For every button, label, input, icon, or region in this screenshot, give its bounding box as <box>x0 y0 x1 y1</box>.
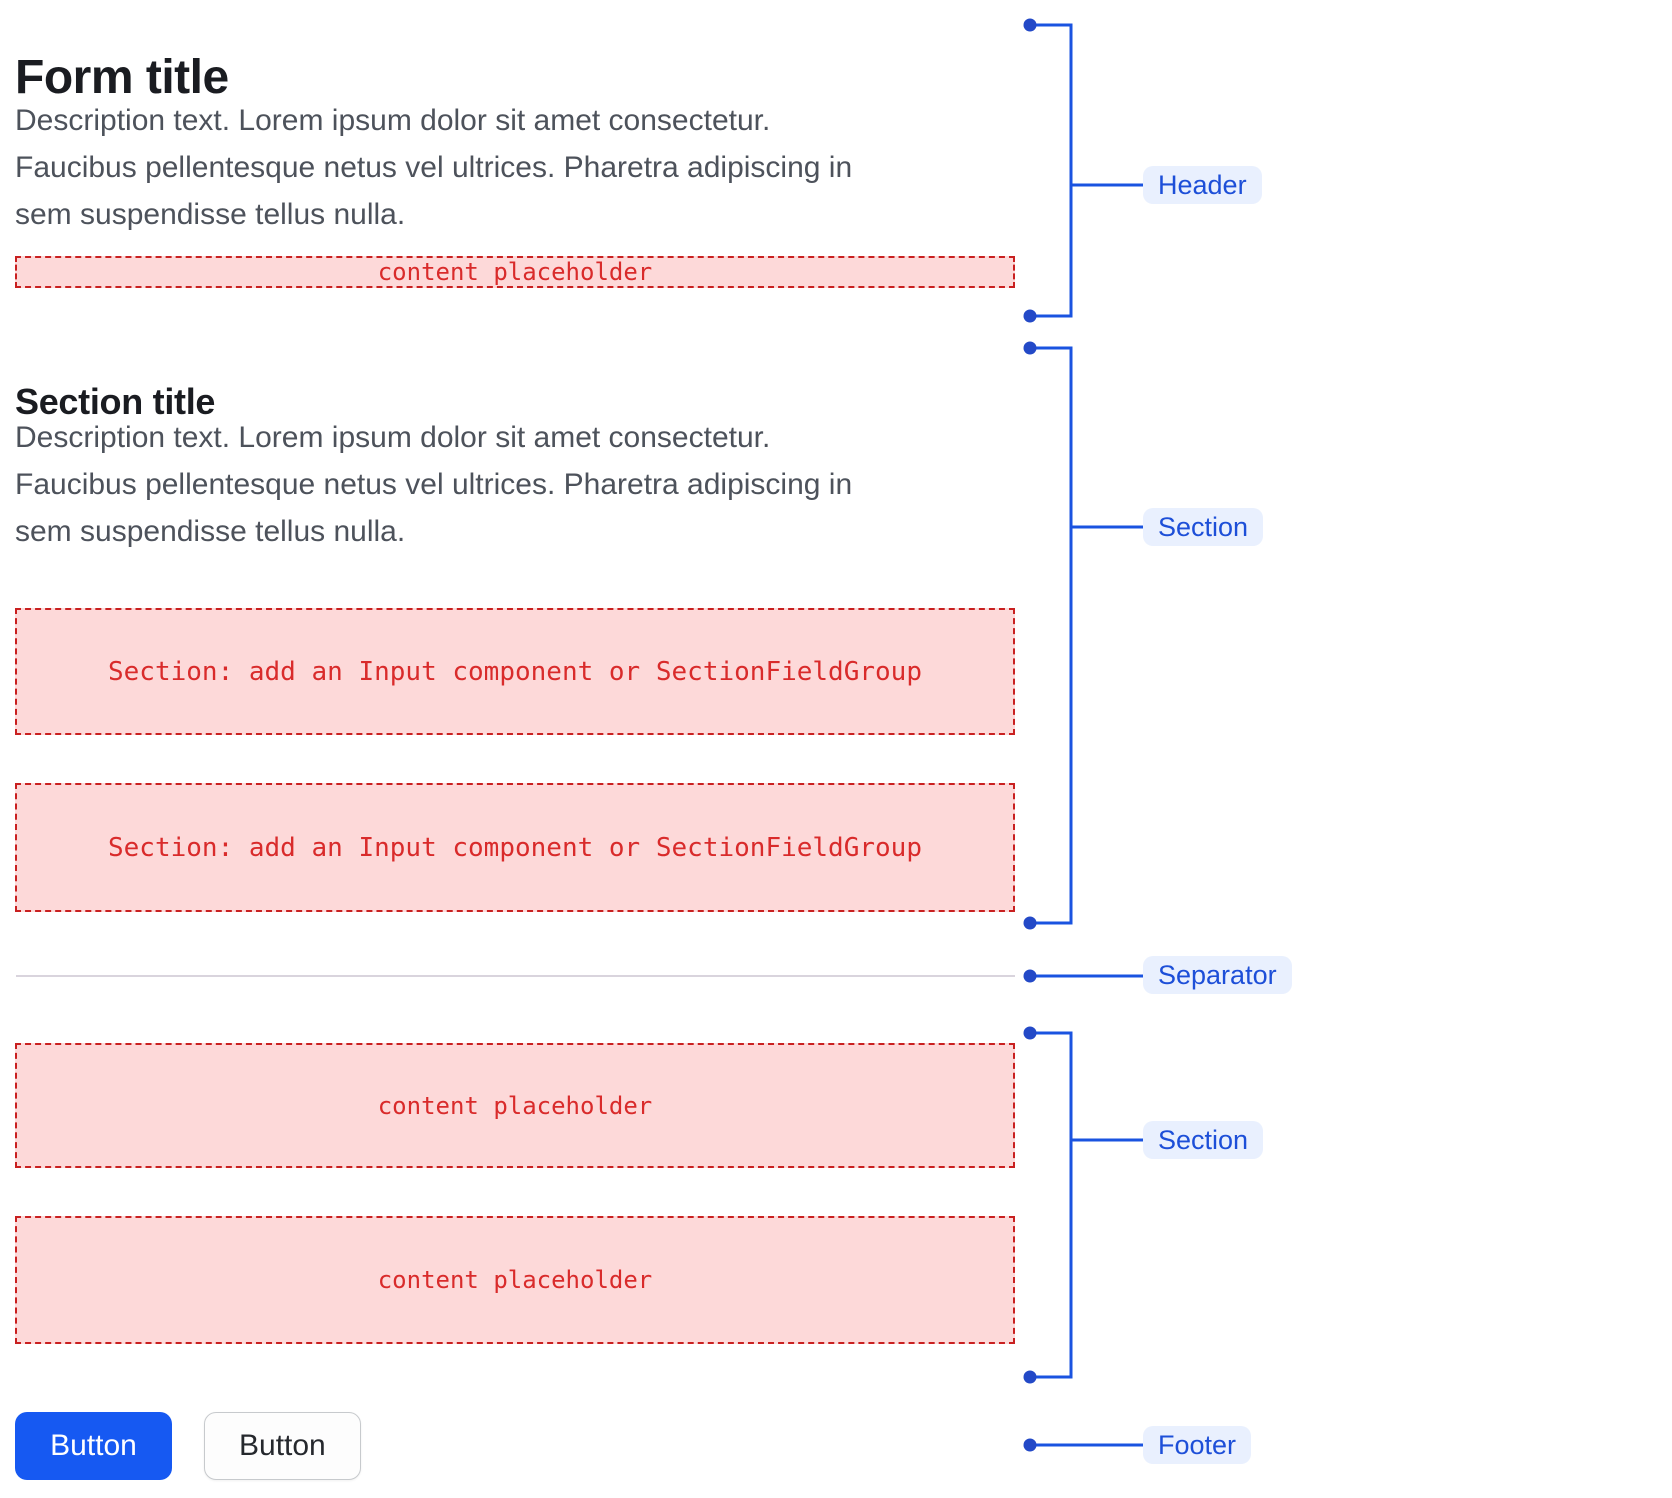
footer-button-row: Button Button <box>15 1412 361 1480</box>
annotation-label-section-1: Section <box>1143 508 1264 546</box>
form-description-line: Faucibus pellentesque netus vel ultrices… <box>15 151 853 184</box>
annotation-label-header: Header <box>1143 166 1262 204</box>
separator-line <box>16 975 1015 977</box>
section-description-line: Description text. Lorem ipsum dolor sit … <box>15 421 771 454</box>
header-bracket <box>1033 23 1073 318</box>
section-2-bracket <box>1033 1031 1073 1379</box>
annotation-label-section-2: Section <box>1143 1121 1264 1159</box>
form-description-line: Description text. Lorem ipsum dolor sit … <box>15 104 771 137</box>
form-title: Form title <box>15 51 229 105</box>
section-1-dot-top <box>1023 341 1037 355</box>
form-description: Description text. Lorem ipsum dolor sit … <box>15 97 1005 238</box>
section-2-dot-bottom <box>1023 1370 1037 1384</box>
section-input-placeholder-1: Section: add an Input component or Secti… <box>15 608 1015 735</box>
section-description: Description text. Lorem ipsum dolor sit … <box>15 414 1005 555</box>
placeholder-label: content placeholder <box>377 1091 653 1120</box>
form-description-line: sem suspendisse tellus nulla. <box>15 198 406 231</box>
section-description-line: sem suspendisse tellus nulla. <box>15 515 406 548</box>
primary-button[interactable]: Button <box>15 1412 172 1480</box>
header-content-placeholder: content placeholder <box>15 256 1015 288</box>
annotation-label-separator: Separator <box>1143 956 1292 994</box>
content-placeholder-1: content placeholder <box>15 1043 1015 1168</box>
placeholder-label: Section: add an Input component or Secti… <box>108 656 922 687</box>
separator-dot <box>1023 969 1037 983</box>
header-dot-top <box>1023 18 1037 32</box>
secondary-button[interactable]: Button <box>204 1412 361 1480</box>
placeholder-label: Section: add an Input component or Secti… <box>108 832 922 863</box>
annotation-label-footer: Footer <box>1143 1426 1252 1464</box>
section-description-line: Faucibus pellentesque netus vel ultrices… <box>15 468 853 501</box>
section-1-bracket <box>1033 346 1073 925</box>
section-title: Section title <box>15 380 216 422</box>
footer-dot <box>1023 1438 1037 1452</box>
section-1-dot-bottom <box>1023 916 1037 930</box>
section-2-dot-top <box>1023 1026 1037 1040</box>
header-dot-bottom <box>1023 309 1037 323</box>
section-input-placeholder-2: Section: add an Input component or Secti… <box>15 783 1015 912</box>
placeholder-label: content placeholder <box>377 1266 653 1294</box>
placeholder-label: content placeholder <box>377 258 653 286</box>
content-placeholder-2: content placeholder <box>15 1216 1015 1344</box>
